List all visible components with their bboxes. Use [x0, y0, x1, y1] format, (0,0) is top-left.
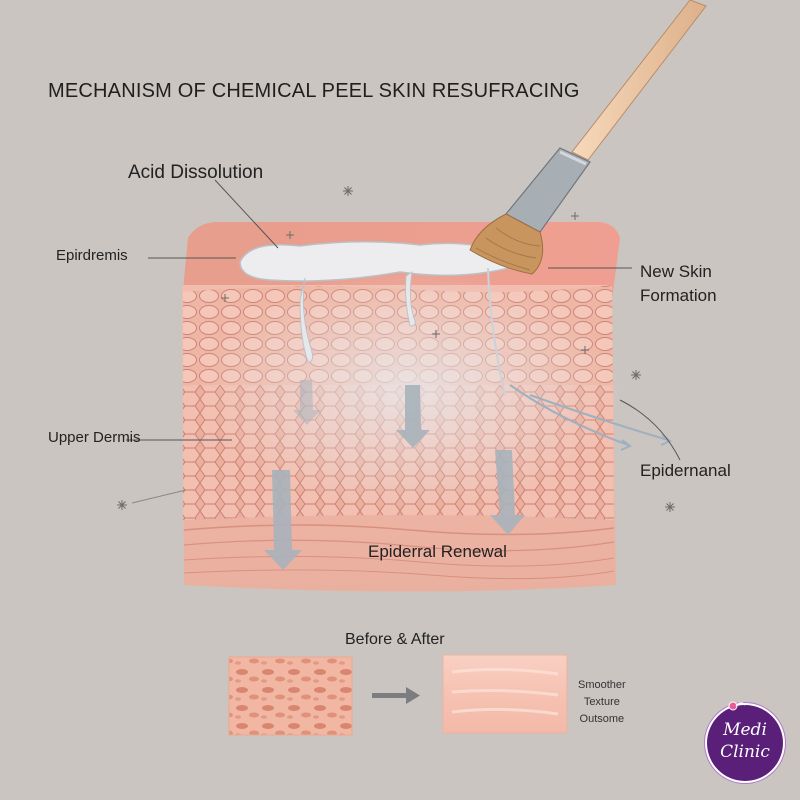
stethoscope-icon: [728, 701, 746, 711]
logo-line1: Medi: [723, 720, 767, 740]
label-new-skin-formation: New Skin Formation: [640, 262, 717, 305]
sparkles: [117, 186, 675, 512]
applicator-brush: [469, 0, 707, 275]
outcome-label: Smoother Texture Outsome: [578, 679, 626, 725]
clinic-logo: Medi Clinic: [707, 701, 783, 781]
diagram-title: MECHANISM OF CHEMICAL PEEL SKIN RESUFRAC…: [48, 80, 580, 102]
leader-epidermanal: [619, 399, 681, 461]
before-after-title: Before & After: [345, 631, 445, 648]
before-after-arrow: [372, 687, 420, 704]
penetration-arrows: [264, 380, 525, 570]
label-epidermal-renewal: Epiderral Renewal: [368, 542, 507, 561]
logo-line2: Clinic: [720, 742, 770, 762]
leader-acid: [214, 179, 279, 249]
label-epidermanal: Epidernanal: [640, 461, 731, 480]
label-epidermis: Epirdremis: [56, 247, 128, 264]
label-acid-dissolution: Acid Dissolution: [128, 162, 264, 183]
label-upper-dermis: Upper Dermis: [48, 429, 141, 446]
before-swatch: [228, 656, 353, 736]
